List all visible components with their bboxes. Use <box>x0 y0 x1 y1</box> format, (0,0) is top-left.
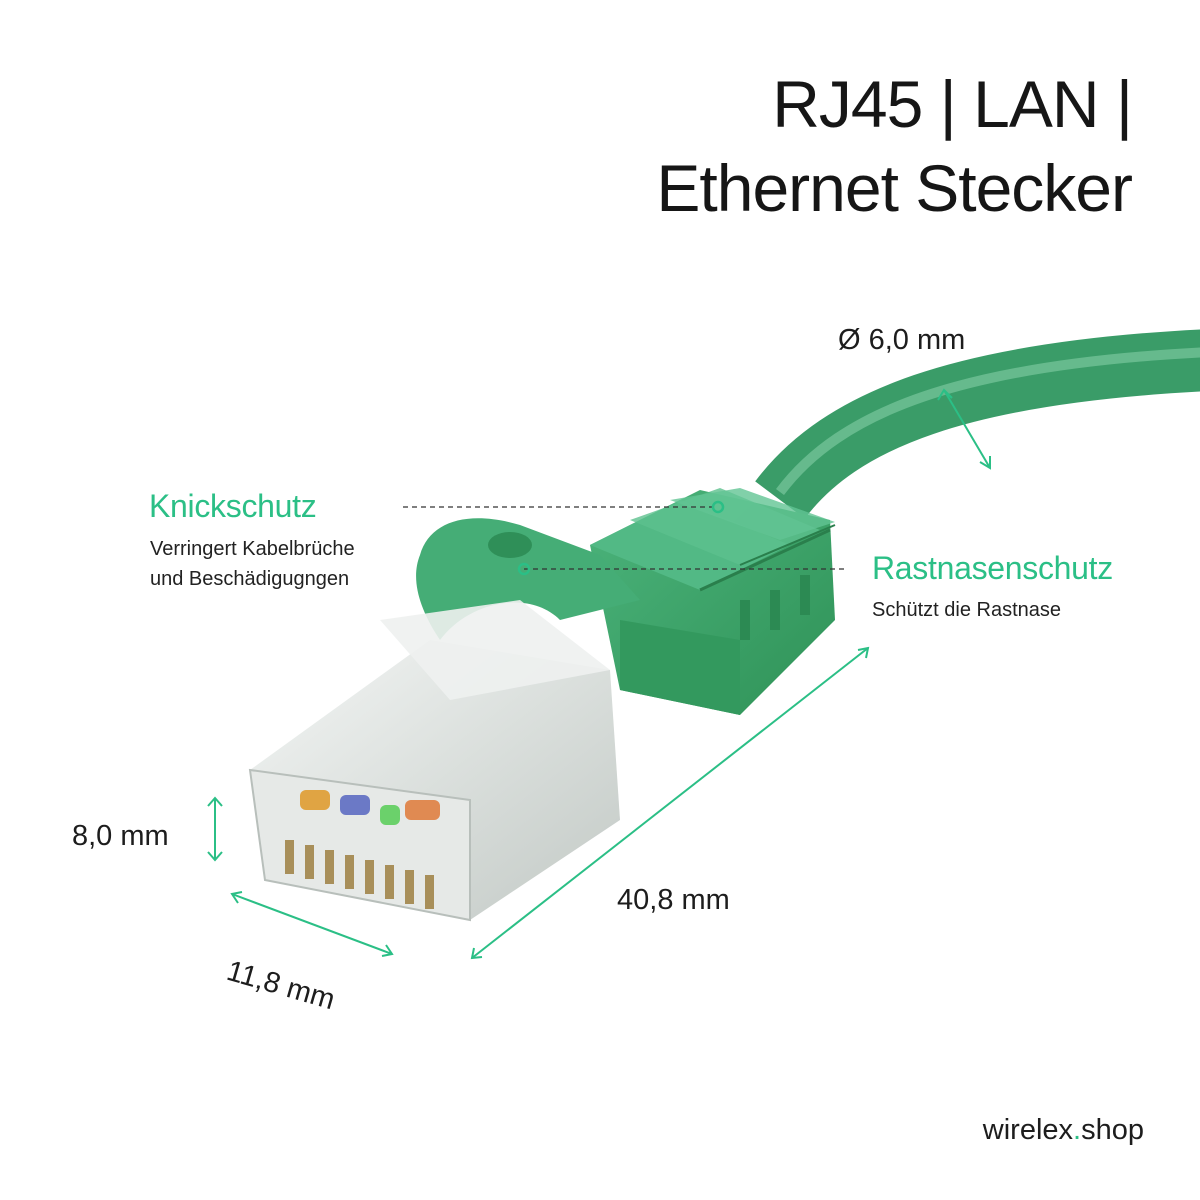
page-title: RJ45 | LAN | Ethernet Stecker <box>656 62 1133 230</box>
brand-dot: . <box>1073 1114 1082 1146</box>
feature-desc-knickschutz-line2: und Beschädigugngen <box>150 568 350 590</box>
rastnasenschutz-marker <box>517 562 531 576</box>
dimension-height: 8,0 mm <box>72 820 169 852</box>
feature-title-knickschutz: Knickschutz <box>149 488 317 524</box>
dimension-length: 40,8 mm <box>617 884 730 916</box>
plug-body <box>248 600 620 922</box>
brand-tld: shop <box>1081 1114 1144 1146</box>
dimension-cable-diameter: Ø 6,0 mm <box>838 324 966 356</box>
feature-title-rastnasenschutz: Rastnasenschutz <box>872 550 1113 586</box>
cable <box>755 329 1200 520</box>
title-line-1: RJ45 | LAN | <box>772 67 1133 141</box>
feature-desc-knickschutz-line1: Verringert Kabelbrüche <box>150 538 355 560</box>
dimension-arrows <box>207 388 991 960</box>
feature-desc-rastnasenschutz: Schützt die Rastnase <box>872 599 1061 621</box>
knickschutz-marker <box>711 500 725 514</box>
title-line-2: Ethernet Stecker <box>656 151 1133 225</box>
brand-logo: wirelex.shop <box>983 1114 1144 1147</box>
brand-name: wirelex <box>982 1114 1074 1146</box>
